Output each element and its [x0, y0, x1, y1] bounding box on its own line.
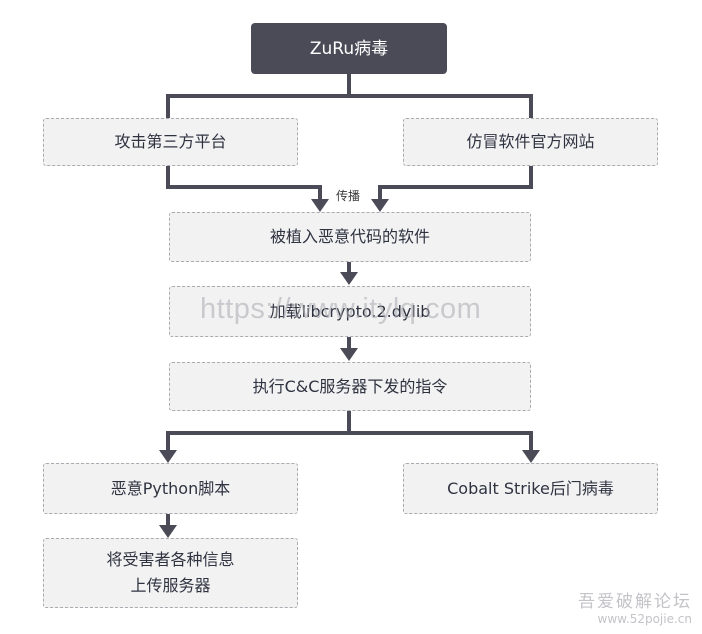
node-load-libcrypto: 加载libcrypto.2.dylib	[169, 286, 531, 337]
node-malicious-python-script-label: 恶意Python脚本	[110, 478, 231, 498]
edge-fake-site-to-implanted	[378, 166, 533, 200]
node-load-libcrypto-label: 加载libcrypto.2.dylib	[269, 301, 431, 321]
edge-label-spread: 传播	[336, 189, 361, 203]
arrowhead-upload	[159, 525, 177, 538]
corner-watermark-url: www.52pojie.cn	[597, 612, 692, 626]
node-cobalt-strike-backdoor-label: Cobalt Strike后门病毒	[447, 478, 614, 498]
arrowhead-cobalt	[522, 450, 540, 463]
arrowhead-implanted-left	[311, 199, 329, 212]
node-upload-victim-info-line1: 将受害者各种信息	[106, 550, 235, 569]
corner-watermark-title: 吾爱破解论坛	[578, 592, 692, 612]
node-attack-third-party: 攻击第三方平台	[43, 118, 298, 166]
edge-root-branch	[166, 74, 533, 118]
node-upload-victim-info: 将受害者各种信息 上传服务器	[43, 538, 298, 608]
node-zuru-virus: ZuRu病毒	[251, 23, 447, 74]
node-zuru-virus-label: ZuRu病毒	[309, 38, 389, 59]
node-fake-official-site: 仿冒软件官方网站	[403, 118, 658, 166]
node-execute-cc-commands-label: 执行C&C服务器下发的指令	[252, 376, 448, 396]
node-upload-victim-info-line2: 上传服务器	[130, 576, 211, 595]
arrowhead-python	[159, 450, 177, 463]
node-implanted-software: 被植入恶意代码的软件	[169, 212, 531, 262]
arrowhead-execute	[340, 348, 358, 361]
node-cobalt-strike-backdoor: Cobalt Strike后门病毒	[403, 463, 658, 514]
node-execute-cc-commands: 执行C&C服务器下发的指令	[169, 362, 531, 411]
node-malicious-python-script: 恶意Python脚本	[43, 463, 298, 514]
arrowhead-load	[340, 272, 358, 285]
node-implanted-software-label: 被植入恶意代码的软件	[269, 227, 430, 246]
node-fake-official-site-label: 仿冒软件官方网站	[466, 132, 595, 151]
corner-watermark: 吾爱破解论坛 www.52pojie.cn	[578, 587, 692, 626]
edge-execute-branch	[166, 411, 533, 451]
edge-third-party-to-implanted	[166, 166, 322, 200]
node-attack-third-party-label: 攻击第三方平台	[114, 132, 227, 151]
arrowhead-implanted-right	[371, 199, 389, 212]
